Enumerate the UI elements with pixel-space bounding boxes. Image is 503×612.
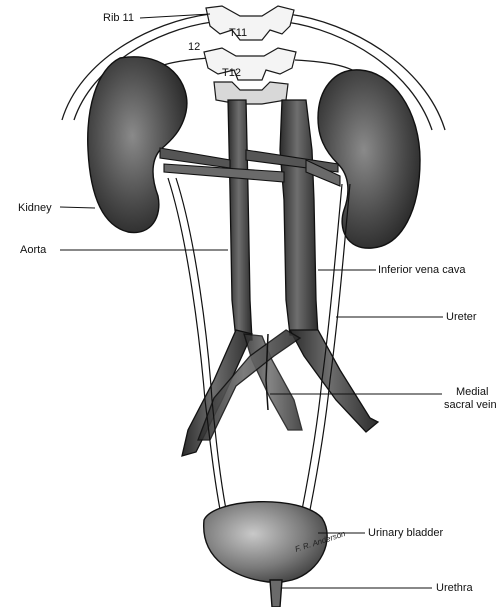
label-aorta: Aorta bbox=[20, 244, 46, 256]
aorta bbox=[228, 100, 252, 340]
vertebra-t11 bbox=[206, 6, 294, 40]
label-inferior-vena-cava: Inferior vena cava bbox=[378, 264, 465, 276]
right-kidney bbox=[318, 70, 420, 248]
urethra bbox=[270, 580, 282, 607]
label-medial-sacral-vein-line1: Medial bbox=[456, 386, 488, 398]
left-ureter-outer bbox=[168, 178, 222, 520]
vertebrae bbox=[204, 6, 296, 104]
left-ureter-inner bbox=[176, 178, 228, 520]
label-t12: T12 bbox=[222, 67, 241, 79]
label-urinary-bladder: Urinary bladder bbox=[368, 527, 443, 539]
bladder-group bbox=[204, 502, 327, 607]
inferior-vena-cava bbox=[280, 100, 318, 335]
label-rib-11: Rib 11 bbox=[103, 12, 134, 24]
label-rib12: 12 bbox=[188, 41, 200, 53]
label-t11: T11 bbox=[229, 27, 247, 39]
vertebra-l1 bbox=[214, 82, 288, 104]
left-kidney bbox=[88, 57, 187, 233]
label-kidney: Kidney bbox=[18, 202, 52, 214]
label-urethra: Urethra bbox=[436, 582, 473, 594]
label-ureter: Ureter bbox=[446, 311, 477, 323]
vertebra-t12 bbox=[204, 48, 296, 80]
left-common-iliac bbox=[182, 330, 252, 456]
label-medial-sacral-vein-line2: sacral vein bbox=[444, 399, 497, 411]
